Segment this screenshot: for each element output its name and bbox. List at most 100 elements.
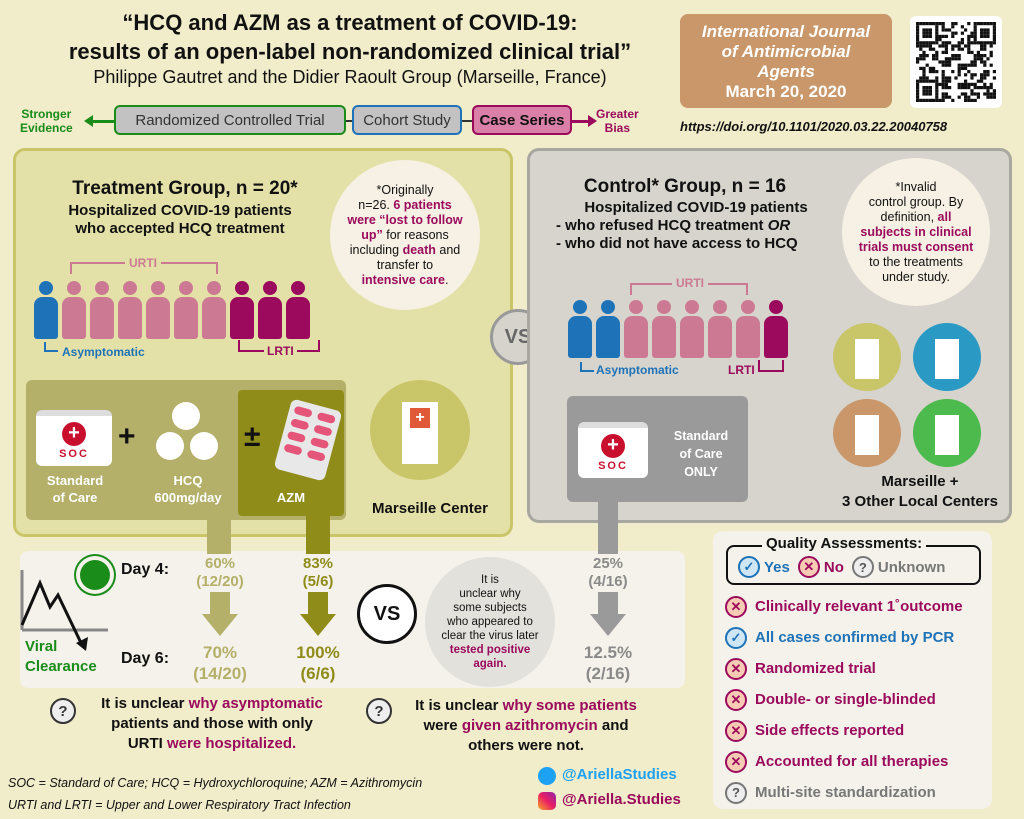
patient-urti-icon	[652, 300, 676, 358]
quality-item-label: Randomized trial	[755, 660, 876, 677]
connector	[462, 120, 472, 122]
patient-urti-icon	[62, 281, 86, 339]
twitter-handle[interactable]: @AriellaStudies	[562, 766, 677, 783]
azm-day4: 83%(5/6)	[288, 555, 348, 591]
footnote-abbrev-1: SOC = Standard of Care; HCQ = Hydroxychl…	[8, 776, 423, 790]
control-day6: 12.5%(2/16)	[573, 642, 643, 684]
hospital-icon-4	[913, 399, 981, 467]
control-subtitle: Hospitalized COVID-19 patients - who ref…	[556, 199, 836, 253]
control-arrow-shaft	[598, 592, 618, 614]
note-text: *Originally	[376, 182, 434, 197]
footnote-abbrev-2: URTI and LRTI = Upper and Lower Respirat…	[8, 798, 351, 812]
azm-label: AZM	[276, 490, 306, 505]
pill-icon	[172, 402, 200, 430]
patient-lrti-icon	[258, 281, 282, 339]
concern-highlight: why some patients	[502, 697, 637, 714]
note-text: including	[349, 242, 403, 257]
control-soc-label-1: Standard	[673, 429, 729, 443]
quality-item: ✕Side effects reported	[725, 715, 963, 746]
level-randomized-controlled-trial: Randomized Controlled Trial	[114, 105, 346, 135]
note-text: to the treatments	[869, 254, 963, 269]
check-icon: ✓	[725, 626, 747, 649]
journal-badge: International Journal of Antimicrobial A…	[680, 14, 892, 108]
azm-day6-pct: 100%	[296, 643, 340, 662]
azm-day4-frac: (5/6)	[302, 573, 334, 590]
quality-item: ✕Randomized trial	[725, 653, 963, 684]
check-icon: ✓	[738, 556, 760, 578]
marseille-center-label: Marseille Center	[372, 500, 488, 517]
control-soc-badge: SOC	[598, 460, 628, 472]
x-icon: ✕	[725, 750, 747, 773]
connector	[346, 120, 352, 122]
control-arrow-down-icon	[590, 614, 626, 636]
hcq-arrow-shaft	[210, 592, 230, 614]
twitter-icon	[538, 767, 556, 785]
concern-text: It is unclear	[101, 695, 189, 712]
asymptomatic-bracket	[44, 342, 58, 352]
patient-urti-icon	[202, 281, 226, 339]
instagram-handle[interactable]: @Ariella.Studies	[562, 791, 681, 808]
x-icon: ✕	[725, 719, 747, 742]
note-text: who appeared to	[447, 616, 533, 628]
control-soc-label-2: of Care	[679, 447, 723, 461]
question-icon: ?	[50, 698, 76, 724]
patient-lrti-icon	[286, 281, 310, 339]
note-highlight: death	[402, 242, 436, 257]
legend-yes: Yes	[764, 558, 790, 576]
azm-connector	[306, 515, 330, 554]
arrowhead-right-icon	[588, 115, 597, 127]
patient-lrti-icon	[764, 300, 788, 358]
arrow-left-icon	[88, 120, 114, 123]
control-patients	[568, 300, 788, 358]
quality-item: ✓ All cases confirmed by PCR	[725, 622, 963, 653]
journal-date: March 20, 2020	[725, 82, 847, 101]
treatment-subtitle: Hospitalized COVID-19 patients who accep…	[30, 202, 330, 238]
note-text: n=26.	[358, 197, 394, 212]
hcq-label: HCQ 600mg/day	[140, 472, 236, 506]
note-text: *Invalid	[895, 179, 937, 194]
concern-text: and	[597, 717, 629, 734]
bias-label: Bias	[604, 121, 631, 135]
control-day6-frac: (2/16)	[585, 664, 631, 683]
footnotes: SOC = Standard of Care; HCQ = Hydroxychl…	[8, 772, 422, 816]
legend-unknown: Unknown	[877, 558, 946, 576]
quality-item-label: Accounted for all therapies	[755, 753, 949, 770]
azm-arrow-down-icon	[300, 614, 336, 636]
quality-items: ✕Clinically relevant 1˚outcome✓All cases…	[725, 591, 963, 808]
concern-highlight: why asymptomatic	[188, 695, 323, 712]
patient-asymptomatic-icon	[596, 300, 620, 358]
soc-badge: SOC	[59, 448, 89, 460]
journal-name-2: of Antimicrobial	[721, 42, 851, 61]
hcq-label-1: HCQ	[173, 473, 203, 488]
control-subtitle-or: OR	[767, 217, 791, 234]
hcq-day4-pct: 60%	[204, 555, 236, 572]
greater-bias-label: Greater Bias	[596, 107, 639, 135]
doi-link[interactable]: https://doi.org/10.1101/2020.03.22.20040…	[680, 119, 948, 134]
x-icon: ✕	[725, 595, 747, 618]
concern-hospitalization: It is unclear why asymptomatic patients …	[82, 694, 342, 754]
hospital-icon-3	[833, 399, 901, 467]
page-title: “HCQ and AZM as a treatment of COVID-19:…	[0, 8, 700, 66]
viral-label: Viral	[25, 638, 58, 655]
note-text: some subjects	[453, 602, 527, 614]
quality-item-label: All cases confirmed by PCR	[755, 629, 955, 646]
control-day4: 25%(4/16)	[578, 555, 638, 591]
note-text: transfer to	[376, 257, 434, 272]
control-soc-label-3: ONLY	[684, 465, 718, 479]
patient-urti-icon	[174, 281, 198, 339]
qr-code-image	[916, 22, 996, 102]
cross-icon: +	[410, 408, 430, 428]
journal-name-3: Agents	[757, 62, 815, 81]
patient-urti-icon	[624, 300, 648, 358]
soc-label-2: of Care	[52, 490, 98, 505]
qr-code[interactable]	[910, 16, 1002, 108]
authors: Philippe Gautret and the Didier Raoult G…	[93, 67, 607, 87]
urti-label: URTI	[125, 256, 161, 270]
concern-highlight: given azithromycin	[461, 717, 598, 734]
lrti-label: LRTI	[264, 344, 297, 358]
control-day4-pct: 25%	[592, 555, 624, 572]
concern-text: were	[423, 717, 462, 734]
patient-asymptomatic-icon	[34, 281, 58, 339]
clearance-label: Clearance	[25, 658, 97, 675]
control-day4-frac: (4/16)	[588, 573, 628, 590]
